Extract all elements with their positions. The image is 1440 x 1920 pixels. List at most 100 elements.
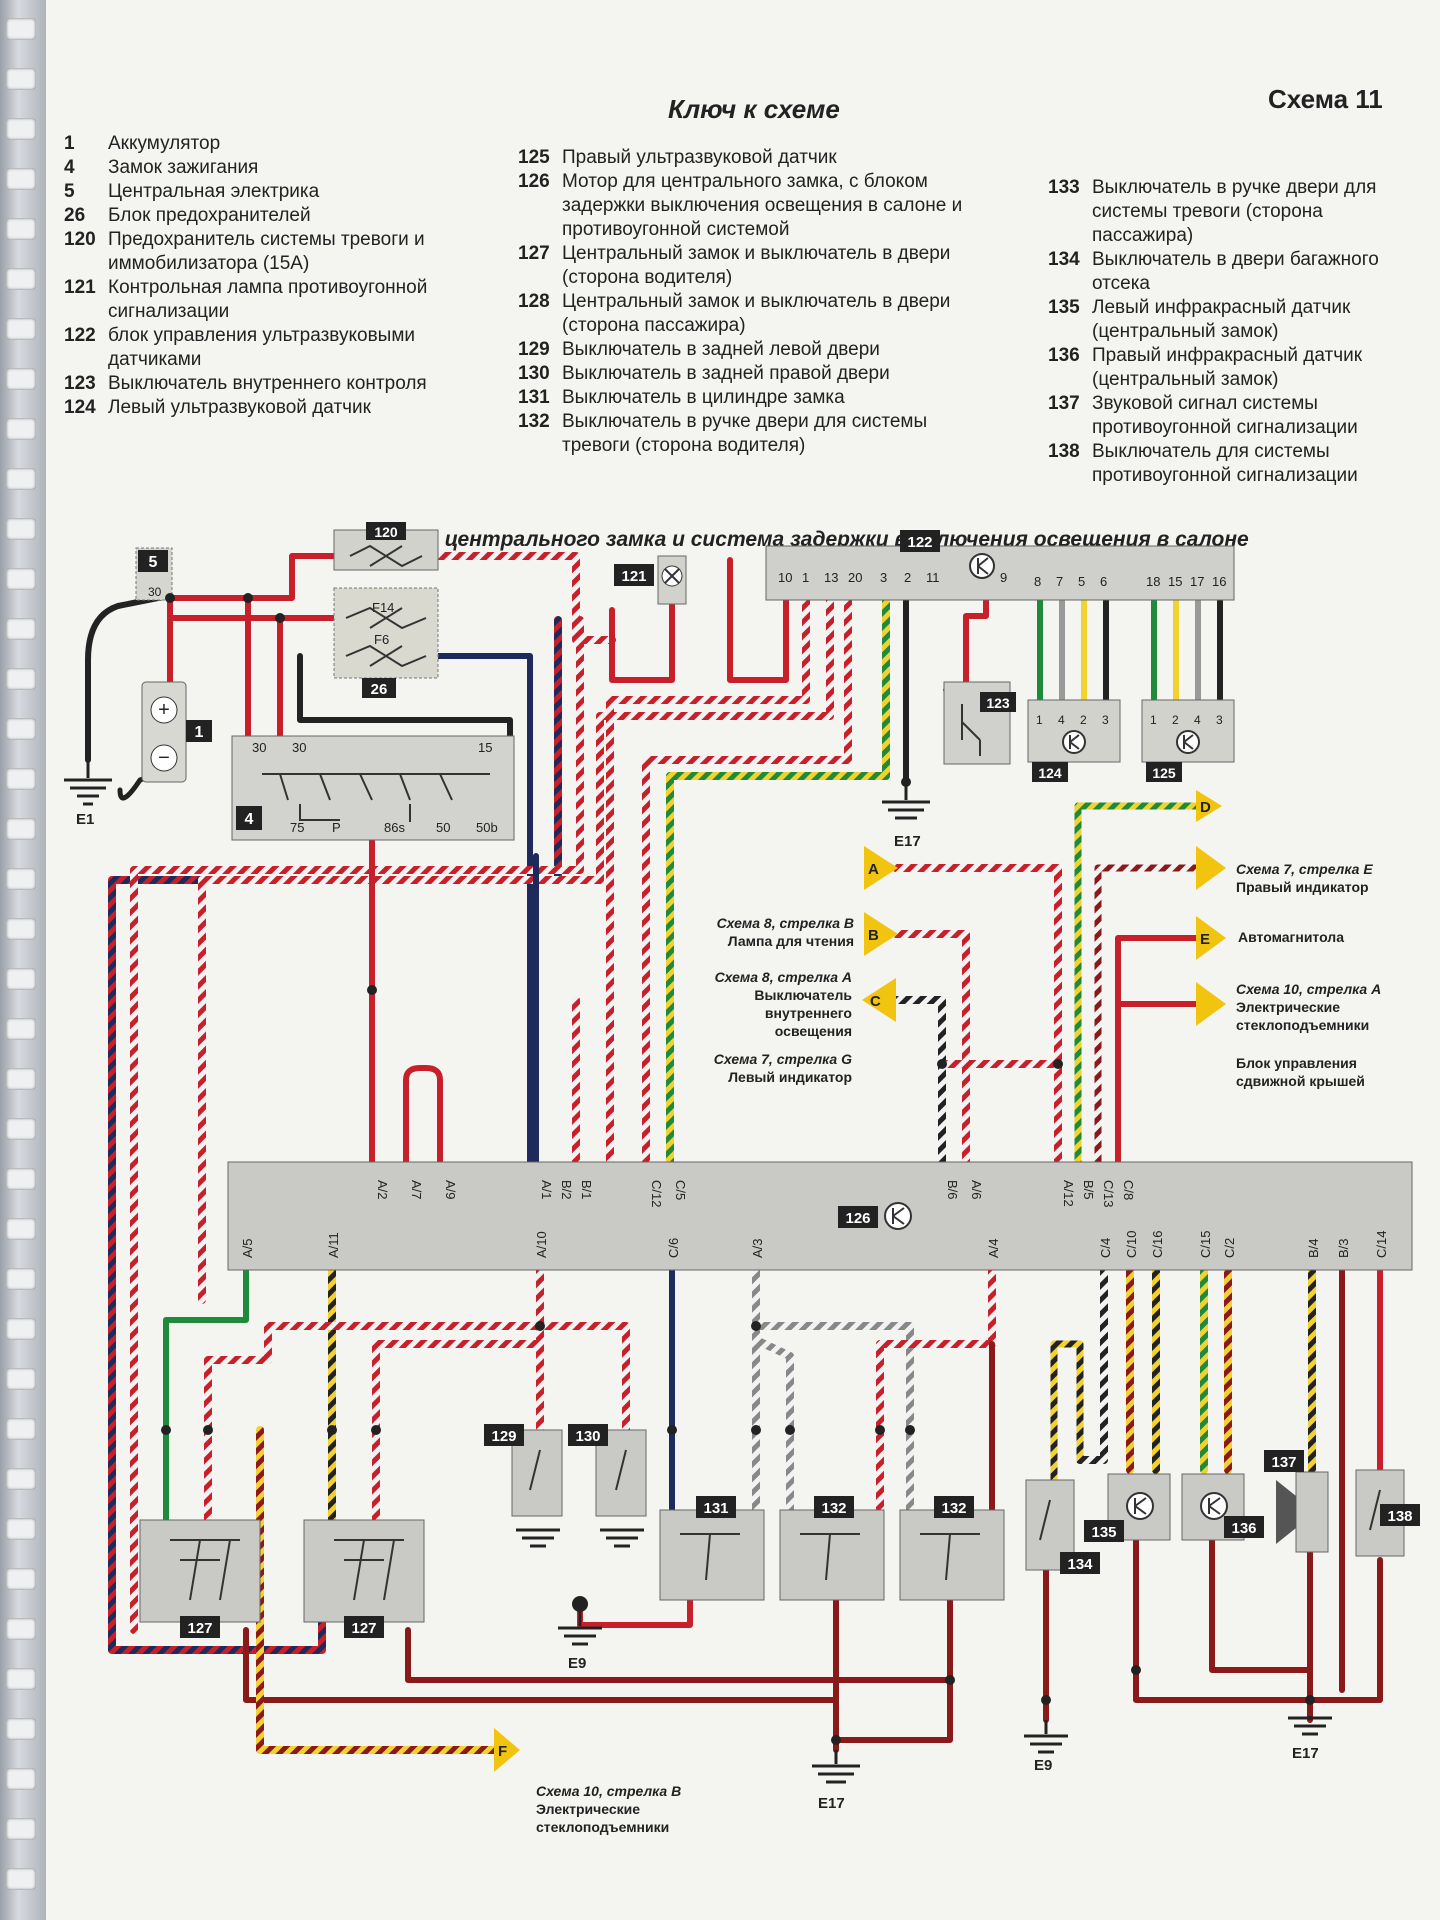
svg-text:11: 11 [926,570,940,585]
switch-129-contact [529,1449,541,1491]
svg-text:18: 18 [1146,574,1160,589]
binding-ring [6,68,36,90]
ignition-contacts [262,773,490,822]
svg-text:9: 9 [1000,570,1007,585]
wire-a3-c [752,1336,794,1514]
svg-text:C/6: C/6 [666,1238,681,1258]
svg-text:B/2: B/2 [559,1180,574,1200]
note-scheme10a-2: Электрические [1236,999,1340,1015]
wire-a4 [876,1266,996,1514]
binding-ring [6,568,36,590]
note-scheme7e-2: Правый индикатор [1236,879,1369,895]
label-box-126 [838,1206,878,1228]
label-137: 137 [1271,1454,1296,1471]
binding-ring [6,468,36,490]
arrow-scheme7e [1196,846,1226,890]
binding-ring [6,1218,36,1240]
ign-term-50: 50 [436,820,450,835]
svg-text:A/3: A/3 [750,1238,765,1258]
door-lock-127-driver [139,1519,261,1623]
binding-ring [6,1268,36,1290]
svg-text:C/16: C/16 [1150,1231,1165,1258]
binding-ring [6,1068,36,1090]
label-box-124 [1032,762,1068,782]
wire-rb-a12 [130,616,584,1634]
label-127b: 127 [351,1620,376,1637]
arrow-e: E [1196,916,1226,960]
svg-text:15: 15 [1168,574,1182,589]
label-121: 121 [621,568,646,585]
svg-text:17: 17 [1190,574,1204,589]
ign-term-86s: 86s [384,820,405,835]
battery-minus-icon [150,744,178,772]
wire-134-yellow [1050,1340,1084,1484]
wire-battery-negative [117,767,171,801]
ign-term-50b: 50b [476,820,498,835]
wire-rb-a1 [108,616,562,1654]
ground-e9-left-icon [558,1612,602,1646]
svg-text:7: 7 [1056,574,1063,589]
fuse-120-icon [349,544,423,568]
label-box-136 [1224,1516,1264,1538]
svg-text:1: 1 [802,570,809,585]
junction-dots [161,593,1315,1745]
ground-e9-left-label: E9 [568,1655,586,1672]
label-box-122 [900,530,940,552]
label-124: 124 [1038,765,1062,781]
label-box-135 [1084,1520,1124,1542]
wire-rw-c12 [642,596,852,1166]
binding-ring [6,118,36,140]
wire-123 [943,597,989,693]
svg-text:A/11: A/11 [326,1232,341,1258]
ign-term-75: 75 [290,820,304,835]
wire-gnd-135-136 [1133,1537,1313,1723]
svg-text:C/2: C/2 [1222,1238,1237,1258]
note-scheme10a-3: стеклоподъемники [1236,1017,1369,1033]
wire-rw-b6 [198,596,834,1304]
note-sunroof-2: сдвижной крышей [1236,1073,1365,1089]
wire-rw-120 [432,552,616,644]
label-box-26 [362,678,396,698]
label-135: 135 [1091,1524,1116,1541]
label-box-138 [1380,1504,1420,1526]
ground-e17-top-label: E17 [894,833,921,850]
wire-a3-b [752,1322,914,1514]
battery-plus-icon [150,696,178,724]
arrow-c: C [862,978,896,1022]
label-box-127b [344,1616,384,1638]
wire-rw-b2 [606,596,810,1166]
note-scheme7g-1: Схема 7, стрелка G [714,1051,852,1067]
svg-text:−: − [158,747,170,769]
ground-e17-mid-icon [812,1750,860,1784]
wire-gnd-136 [1209,1537,1313,1673]
ground-129-icon [516,1528,560,1548]
arrow-scheme10a [1196,982,1226,1026]
sensor-136-icon [1200,1492,1228,1520]
svg-text:C/12: C/12 [649,1180,664,1207]
arrow-d: D [1196,790,1222,822]
label-box-134 [1060,1552,1100,1574]
note-radio: Автомагнитола [1238,929,1344,945]
label-box-127a [180,1616,220,1638]
label-131: 131 [703,1500,728,1517]
label-box-121 [614,564,654,586]
binding-ring [6,618,36,640]
binding-ring [6,1118,36,1140]
note-scheme8a-2: Выключатель [754,987,852,1003]
svg-text:C/15: C/15 [1198,1231,1213,1258]
label-box-5 [138,550,168,572]
binding-ring [6,1718,36,1740]
wire-to-c [892,996,946,1166]
svg-text:A/1: A/1 [539,1180,554,1200]
label-127a: 127 [187,1620,212,1637]
wire-red-122-1 [727,557,789,683]
svg-text:3: 3 [1102,713,1109,727]
